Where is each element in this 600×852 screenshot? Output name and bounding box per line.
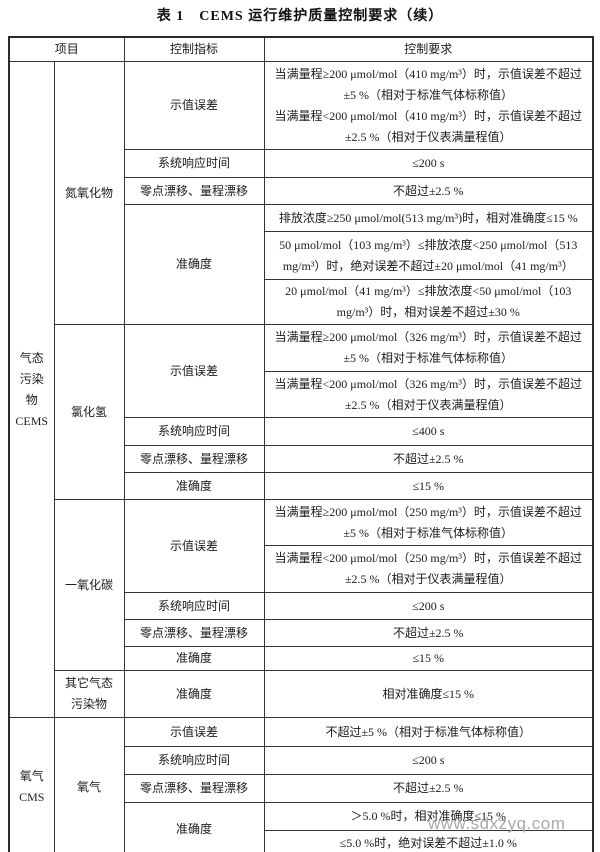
table-row: 零点漂移、量程漂移 不超过±2.5 %: [9, 177, 594, 205]
indicator-cell: 系统响应时间: [123, 746, 265, 775]
indicator-cell: 零点漂移、量程漂移: [123, 619, 265, 647]
table-row: 一氧化碳 示值误差 当满量程≥200 μmol/mol（250 mg/m³）时，…: [9, 499, 594, 671]
indicator-cell: 零点漂移、量程漂移: [123, 177, 265, 205]
requirement-cell: ＞5.0 %时，相对准确度≤15 %: [263, 802, 594, 831]
requirement-text: 当满量程≥200 μmol/mol（410 mg/m³）时，示值误差不超过±5 …: [274, 66, 582, 102]
requirement-cell: ≤200 s: [263, 149, 594, 178]
indicator-cell: 示值误差: [123, 717, 265, 747]
requirement-cell: 50 μmol/mol（103 mg/m³）≤排放浓度<250 μmol/mol…: [263, 231, 594, 280]
table-header: 项目 控制指标 控制要求: [8, 36, 594, 62]
indicator-cell: 系统响应时间: [123, 417, 265, 446]
table-row: 零点漂移、量程漂移 不超过±2.5 %: [9, 445, 594, 473]
pollutant-cell-co: 一氧化碳: [53, 499, 125, 671]
requirement-cell: 当满量程≥200 μmol/mol（410 mg/m³）时，示值误差不超过±5 …: [263, 61, 594, 150]
pollutant-cell-o2: 氧气: [53, 717, 125, 852]
table-row: 系统响应时间 ≤200 s: [9, 746, 594, 775]
table-row: 零点漂移、量程漂移 不超过±2.5 %: [9, 774, 594, 803]
column-header-requirement: 控制要求: [263, 36, 594, 62]
requirement-cell: ≤200 s: [263, 746, 594, 775]
indicator-cell: 准确度: [123, 670, 265, 718]
table-row: 当满量程<200 μmol/mol（326 mg/m³）时，示值误差不超过±2.…: [9, 371, 594, 418]
requirement-cell: 当满量程<200 μmol/mol（250 mg/m³）时，示值误差不超过±2.…: [263, 545, 594, 593]
indicator-cell: 零点漂移、量程漂移: [123, 445, 265, 473]
table-row: 氧气 CMS 氧气 示值误差 不超过±5 %（相对于标准气体标称值）: [8, 717, 594, 852]
requirement-cell: 不超过±2.5 %: [263, 774, 594, 803]
pollutant-cell-other: 其它气态 污染物: [53, 670, 125, 718]
requirement-cell: ≤200 s: [263, 592, 594, 620]
requirement-cell: 当满量程≥200 μmol/mol（326 mg/m³）时，示值误差不超过±5 …: [263, 324, 594, 372]
requirement-cell: 不超过±5 %（相对于标准气体标称值）: [263, 717, 594, 747]
requirement-cell: ≤15 %: [263, 646, 594, 671]
indicator-cell: 准确度: [123, 646, 265, 671]
table-row: 准确度 ≤15 %: [9, 646, 594, 671]
table-row: 气态 污染 物 CEMS 氮氧化物 示值误差 当满量程≥200 μmol/mol…: [8, 61, 594, 718]
table-row: 其它气态 污染物 准确度 相对准确度≤15 %: [9, 670, 594, 718]
indicator-cell: 系统响应时间: [123, 592, 265, 620]
qc-requirements-table: 项目 控制指标 控制要求 气态 污染 物 CEMS 氮氧化物 示值误差 当满量程…: [8, 36, 595, 852]
indicator-cell: 示值误差: [123, 499, 265, 593]
requirement-cell: 20 μmol/mol（41 mg/m³）≤排放浓度<50 μmol/mol（1…: [263, 279, 594, 325]
requirement-text: 当满量程<200 μmol/mol（410 mg/m³）时，示值误差不超过±2.…: [274, 108, 582, 144]
requirement-cell: ≤5.0 %时，绝对误差不超过±1.0 %: [263, 830, 594, 852]
page-title: 表 1 CEMS 运行维护质量控制要求（续）: [156, 9, 444, 24]
requirement-cell: 不超过±2.5 %: [263, 445, 594, 473]
requirement-cell: 不超过±2.5 %: [263, 619, 594, 647]
table-row: 当满量程<200 μmol/mol（250 mg/m³）时，示值误差不超过±2.…: [9, 545, 594, 593]
table-row: ≤5.0 %时，绝对误差不超过±1.0 %: [9, 830, 594, 852]
indicator-cell: 准确度: [123, 802, 265, 852]
indicator-cell: 示值误差: [123, 324, 265, 418]
requirement-cell: 排放浓度≥250 μmol/mol(513 mg/m³)时，相对准确度≤15 %: [263, 204, 594, 232]
indicator-cell: 零点漂移、量程漂移: [123, 774, 265, 803]
table-body: 气态 污染 物 CEMS 氮氧化物 示值误差 当满量程≥200 μmol/mol…: [8, 61, 594, 852]
group-cell-gas-cems: 气态 污染 物 CEMS: [8, 61, 55, 718]
indicator-cell: 准确度: [123, 204, 265, 325]
requirement-cell: ≤15 %: [263, 472, 594, 500]
table-row: 50 μmol/mol（103 mg/m³）≤排放浓度<250 μmol/mol…: [9, 231, 594, 280]
requirement-cell: ≤400 s: [263, 417, 594, 446]
pollutant-cell-nox: 氮氧化物: [53, 61, 125, 325]
requirement-cell: 相对准确度≤15 %: [263, 670, 594, 718]
requirement-cell: 当满量程<200 μmol/mol（326 mg/m³）时，示值误差不超过±2.…: [263, 371, 594, 418]
table-row: 系统响应时间 ≤200 s: [9, 149, 594, 178]
table-row: 氯化氢 示值误差 当满量程≥200 μmol/mol（326 mg/m³）时，示…: [9, 324, 594, 500]
indicator-cell: 示值误差: [123, 61, 265, 150]
indicator-cell: 准确度: [123, 472, 265, 500]
column-header-project: 项目: [8, 36, 125, 62]
table-row: 系统响应时间 ≤400 s: [9, 417, 594, 446]
requirement-cell: 不超过±2.5 %: [263, 177, 594, 205]
pollutant-cell-hcl: 氯化氢: [53, 324, 125, 500]
indicator-cell: 系统响应时间: [123, 149, 265, 178]
column-header-indicator: 控制指标: [123, 36, 265, 62]
table-row: 20 μmol/mol（41 mg/m³）≤排放浓度<50 μmol/mol（1…: [9, 279, 594, 325]
header-row: 项目 控制指标 控制要求: [8, 36, 594, 62]
requirement-cell: 当满量程≥200 μmol/mol（250 mg/m³）时，示值误差不超过±5 …: [263, 499, 594, 546]
table-row: 准确度 ≤15 %: [9, 472, 594, 500]
table-row: 零点漂移、量程漂移 不超过±2.5 %: [9, 619, 594, 647]
group-cell-oxygen-cms: 氧气 CMS: [8, 717, 55, 852]
